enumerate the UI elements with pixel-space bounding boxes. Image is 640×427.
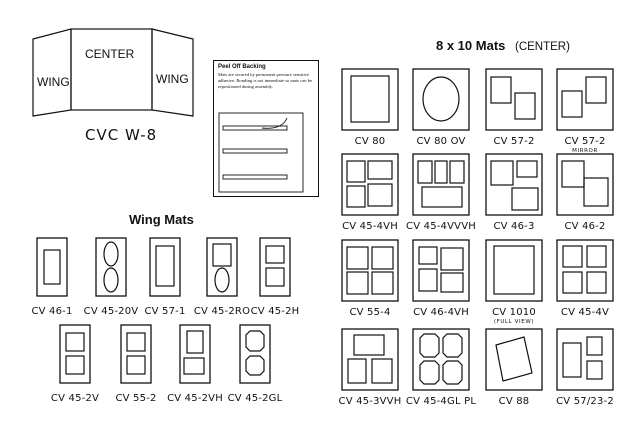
adhesive-strip-1 bbox=[222, 125, 288, 131]
peel-off-description: Mats are secured by permanent pressure s… bbox=[218, 72, 313, 90]
wing-mat-label-7: CV 55-2 bbox=[115, 393, 157, 404]
center-mat-1 bbox=[341, 68, 399, 131]
center-mat-2 bbox=[412, 68, 470, 131]
center-mat-label-12: CV 45-4V bbox=[560, 307, 610, 318]
peeling-corner bbox=[261, 117, 288, 129]
center-mat-label-1: CV 80 bbox=[354, 136, 386, 147]
center-mat-label-7: CV 46-3 bbox=[493, 221, 535, 232]
center-mat-4 bbox=[556, 68, 614, 131]
center-mat-label-6: CV 45-4VVVH bbox=[406, 221, 476, 232]
right-wing-label: WING bbox=[156, 72, 189, 86]
center-mat-9 bbox=[341, 239, 399, 302]
left-wing-label: WING bbox=[37, 75, 70, 89]
wing-mat-label-1: CV 46-1 bbox=[31, 306, 73, 317]
center-mat-sublabel-11: (FULL VIEW) bbox=[493, 319, 535, 325]
wing-mat-label-5: CV 45-2H bbox=[250, 306, 300, 317]
center-mat-label-16: CV 57/23-2 bbox=[556, 396, 614, 407]
center-mat-3 bbox=[485, 68, 543, 131]
center-mat-label-13: CV 45-3VVH bbox=[338, 396, 402, 407]
center-mats-title-text: 8 x 10 Mats bbox=[436, 38, 506, 53]
wing-mats-title: Wing Mats bbox=[129, 212, 194, 227]
right-wing-panel bbox=[151, 28, 194, 117]
wing-mat-label-9: CV 45-2GL bbox=[227, 393, 283, 404]
center-mat-7 bbox=[485, 153, 543, 216]
wing-mat-label-4: CV 45-2RO bbox=[193, 306, 251, 317]
adhesive-strip-2 bbox=[222, 148, 288, 154]
center-mat-label-11: CV 1010 bbox=[492, 307, 536, 318]
wing-mat-8 bbox=[179, 324, 211, 384]
wing-mat-9 bbox=[239, 324, 271, 384]
center-mat-label-9: CV 55-4 bbox=[349, 307, 391, 318]
center-mat-label-4: CV 57-2 bbox=[564, 136, 606, 147]
center-mat-label-14: CV 45-4GL PL bbox=[405, 396, 477, 407]
peel-off-title: Peel Off Backing bbox=[218, 64, 266, 70]
wing-mat-label-6: CV 45-2V bbox=[50, 393, 100, 404]
wing-mat-label-2: CV 45-20V bbox=[83, 306, 139, 317]
center-mat-label-10: CV 46-4VH bbox=[413, 307, 469, 318]
center-mat-11 bbox=[485, 239, 543, 302]
center-mat-label-15: CV 88 bbox=[498, 396, 530, 407]
wing-mat-6 bbox=[59, 324, 91, 384]
wing-mat-1 bbox=[36, 237, 68, 297]
wing-mat-4 bbox=[206, 237, 238, 297]
wing-mat-7 bbox=[120, 324, 152, 384]
center-mat-12 bbox=[556, 239, 614, 302]
center-mat-sublabel-4: MIRROR bbox=[572, 148, 598, 154]
panel-model-label: CVC W-8 bbox=[85, 126, 158, 144]
center-mat-10 bbox=[412, 239, 470, 302]
center-mat-14 bbox=[412, 328, 470, 391]
center-panel-label: CENTER bbox=[85, 47, 135, 61]
center-mat-13 bbox=[341, 328, 399, 391]
center-mats-title: 8 x 10 Mats (CENTER) bbox=[436, 38, 570, 53]
center-mats-note: (CENTER) bbox=[515, 41, 570, 53]
wing-mat-label-8: CV 45-2VH bbox=[167, 393, 223, 404]
center-mat-5 bbox=[341, 153, 399, 216]
center-mat-6 bbox=[412, 153, 470, 216]
peel-off-backing-box: Peel Off Backing Mats are secured by per… bbox=[213, 60, 319, 197]
center-mat-16 bbox=[556, 328, 614, 391]
wing-mat-label-3: CV 57-1 bbox=[144, 306, 186, 317]
peel-backing-board bbox=[218, 112, 304, 193]
wing-mat-3 bbox=[149, 237, 181, 297]
center-mat-label-8: CV 46-2 bbox=[564, 221, 606, 232]
center-mat-label-3: CV 57-2 bbox=[493, 136, 535, 147]
center-mat-label-5: CV 45-4VH bbox=[342, 221, 398, 232]
wing-mat-5 bbox=[259, 237, 291, 297]
center-mat-15 bbox=[485, 328, 543, 391]
adhesive-strip-3 bbox=[222, 174, 288, 180]
center-mat-label-2: CV 80 OV bbox=[416, 136, 466, 147]
center-mat-8 bbox=[556, 153, 614, 216]
wing-mat-2 bbox=[95, 237, 127, 297]
